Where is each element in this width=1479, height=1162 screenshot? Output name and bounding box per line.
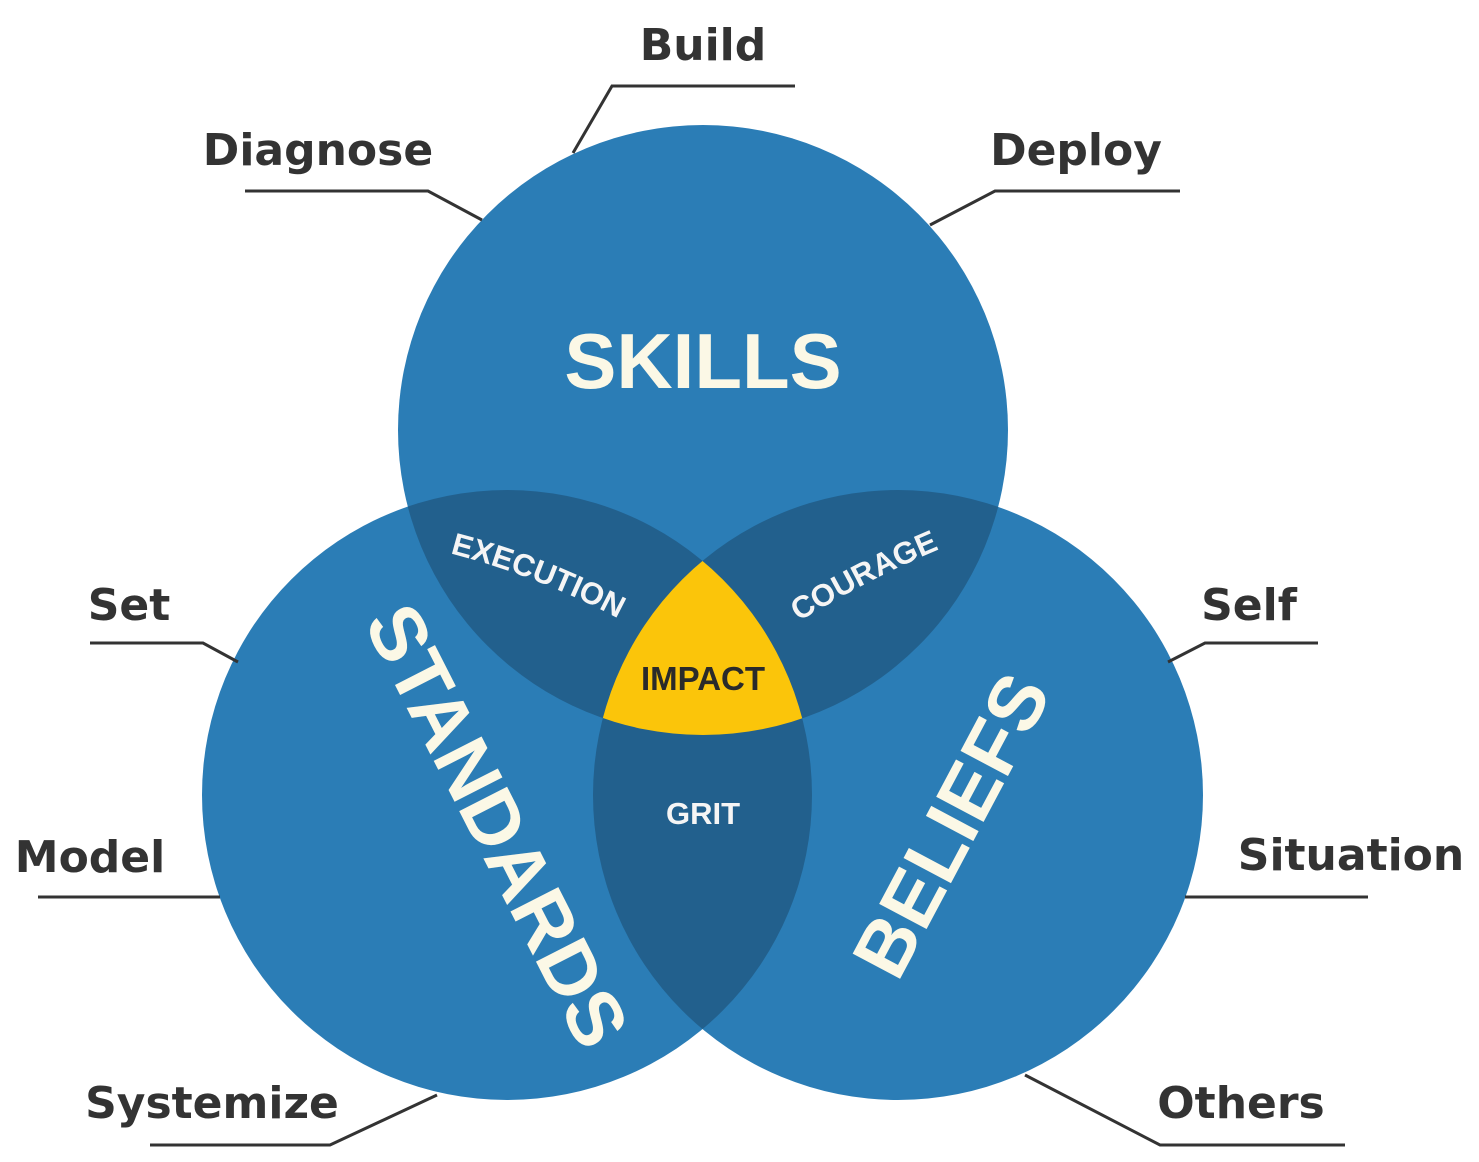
situation-label: Situation [1238,830,1465,881]
diagnose-label: Diagnose [203,125,433,176]
deploy-label: Deploy [990,125,1162,176]
grit-label: GRIT [666,796,740,831]
impact-overlap [593,490,812,735]
impact-label: IMPACT [641,660,765,697]
systemize-label: Systemize [85,1078,339,1129]
systemize-leader [150,1093,438,1147]
deploy-leader [929,189,1180,227]
set-label: Set [88,580,171,631]
build-leader [571,84,795,154]
build-label: Build [640,20,767,71]
diagnose-leader [245,189,483,222]
self-label: Self [1201,580,1298,631]
model-label: Model [15,832,165,883]
others-label: Others [1157,1078,1325,1129]
others-leader [1024,1073,1345,1147]
set-leader [90,641,239,664]
skills-title: SKILLS [564,317,841,405]
self-leader [1167,641,1318,664]
